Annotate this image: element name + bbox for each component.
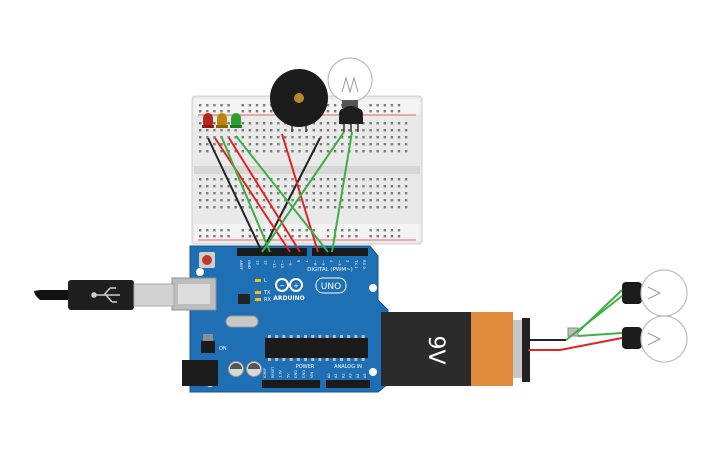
digital-pin-label: 4 [329, 260, 334, 263]
wires [207, 131, 623, 351]
mounting-hole [196, 268, 204, 276]
power-label: POWER [296, 364, 315, 370]
led-indicator [255, 279, 261, 282]
power-pin-label: RESET [271, 366, 275, 378]
analog-pin-label: A2 [341, 373, 345, 378]
analog-pin-label: A3 [349, 373, 353, 378]
power-pin-label: GND [302, 370, 306, 378]
mounting-hole [369, 368, 377, 376]
reset-button[interactable] [199, 252, 215, 268]
analog-pin-label: A5 [363, 373, 367, 378]
led-yellow[interactable] [216, 113, 228, 128]
mounting-hole [369, 284, 377, 292]
light-bulb-2[interactable] [622, 315, 688, 363]
digital-pin-label: RX 0 [362, 260, 367, 269]
digital-pin-label: 13 [255, 260, 260, 265]
digital-pin-label: ~9 [288, 260, 293, 266]
digital-pin-label: 8 [296, 260, 301, 263]
atmega-chip [265, 335, 368, 361]
digital-label: DIGITAL (PWM~) [307, 267, 353, 273]
indicator-label-l: L [264, 278, 267, 284]
digital-pin-label: ~6 [313, 260, 318, 266]
wire-green[interactable] [261, 131, 345, 253]
wire-green[interactable] [331, 131, 353, 253]
dc-power-jack[interactable] [182, 360, 218, 386]
wire-black[interactable] [207, 137, 263, 253]
svg-text:+: + [293, 282, 299, 290]
digital-pin-label: ~5 [321, 260, 326, 266]
wire-red[interactable] [528, 337, 623, 351]
wire-green[interactable] [565, 295, 623, 341]
digital-pin-label: GND [247, 260, 252, 269]
crystal-oscillator [225, 315, 259, 328]
usb-chip [238, 294, 250, 304]
wire-black[interactable] [261, 137, 321, 253]
digital-pin-label: ~10 [280, 260, 285, 269]
power-pin-label: 3.3V [279, 369, 283, 378]
on-label: ON [219, 346, 227, 352]
indicator-label-tx: TX [263, 290, 271, 296]
wire-green[interactable] [235, 135, 329, 253]
model-label: UNO [321, 282, 341, 292]
digital-pin-label: TX 1 [354, 259, 359, 269]
wire-green[interactable] [221, 137, 271, 253]
digital-header-left[interactable] [237, 248, 307, 256]
digital-pin-label: 7 [305, 260, 310, 263]
digital-pin-label: AREF [239, 260, 244, 270]
uno-badge: UNO [315, 277, 347, 294]
digital-pin-label: ~3 [337, 260, 342, 266]
digital-pin-label: ~11 [272, 260, 277, 269]
usb-cable[interactable] [34, 280, 175, 310]
usb-port[interactable] [171, 277, 217, 311]
battery-9v[interactable]: 9V [381, 312, 530, 386]
analog-pin-label: A0 [327, 373, 331, 378]
indicator-leds: L TX RX [255, 278, 271, 303]
wire-red[interactable] [214, 137, 291, 253]
digital-pin-label: 12 [264, 260, 269, 265]
wire-green[interactable] [577, 332, 623, 337]
led-green[interactable] [230, 113, 242, 128]
analog-pin-label: A4 [356, 373, 360, 378]
brand-label: ARDUINO [273, 295, 304, 302]
digital-header-right[interactable] [312, 248, 368, 256]
arduino-logo: − + [275, 278, 303, 292]
analog-pin-label: A1 [334, 373, 338, 378]
led-indicator [255, 291, 261, 294]
usb-icon [91, 287, 120, 303]
digital-pin-label: 2 [346, 260, 351, 263]
led-red[interactable] [202, 113, 214, 128]
svg-text:−: − [279, 282, 285, 290]
battery-label: 9V [423, 335, 448, 364]
power-pin-label: VIN [310, 372, 314, 378]
piezo-buzzer[interactable] [270, 69, 328, 132]
analog-label: ANALOG IN [334, 364, 362, 370]
capacitor [228, 361, 244, 377]
wire-red[interactable] [228, 137, 301, 253]
indicator-label-rx: RX [264, 297, 271, 303]
power-pin-label: GND [294, 370, 298, 378]
power-pin-label: 5V [286, 373, 290, 378]
led-indicator [255, 298, 261, 301]
transistor[interactable] [339, 106, 363, 132]
analog-header[interactable] [326, 380, 370, 388]
light-bulb-top[interactable] [327, 57, 373, 108]
capacitor [246, 361, 262, 377]
power-pin-label: IOREF [263, 368, 267, 378]
power-header[interactable] [262, 380, 320, 388]
voltage-regulator [201, 334, 215, 353]
light-bulb-1[interactable] [622, 269, 688, 317]
